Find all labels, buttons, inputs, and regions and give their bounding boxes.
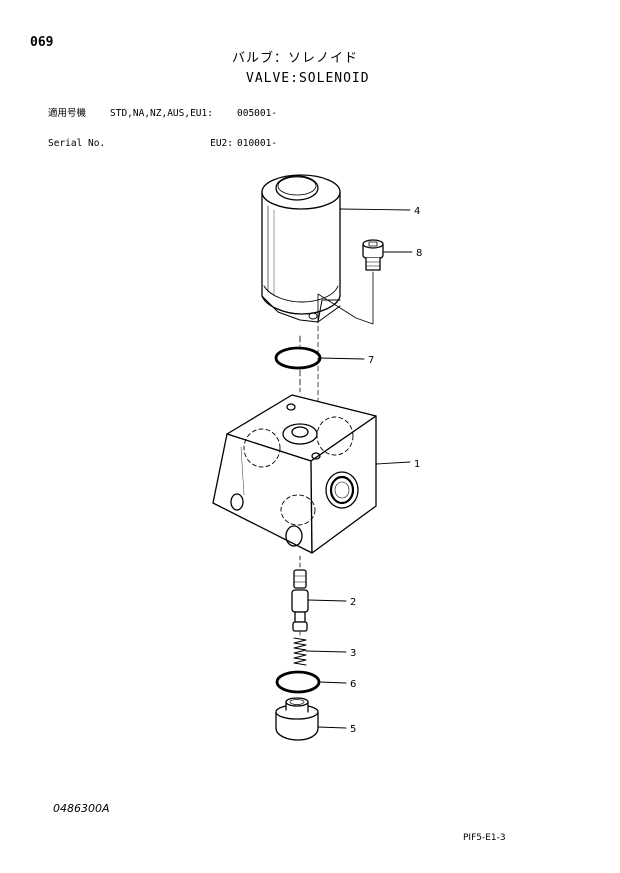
callout-5: 5 [350, 724, 356, 735]
footer-code: PIF5-E1-3 [463, 833, 506, 843]
page-title-japanese: バルブ：ソレノイド [232, 51, 359, 66]
part-plug [275, 697, 319, 741]
part-valve-block [212, 394, 377, 554]
serial-applicability: 適用号機 STD,NA,NZ,AUS,EU1: 005001- Serial No.… [48, 90, 277, 160]
callout-2: 2 [350, 597, 356, 608]
callout-6: 6 [350, 679, 356, 690]
callout-1: 1 [414, 459, 420, 470]
callout-4: 4 [414, 206, 420, 217]
leader-4 [339, 208, 411, 211]
callout-7: 7 [368, 355, 374, 366]
leader-6 [318, 681, 347, 684]
bolt-path [317, 271, 374, 325]
applicability-models-2: EU2: [210, 138, 233, 149]
part-bolt [362, 239, 384, 271]
leader-1 [375, 461, 411, 465]
page-number: 069 [30, 35, 54, 50]
applicability-label-en: Serial No. [48, 138, 106, 149]
part-o-ring-lower [275, 670, 321, 694]
leader-3 [305, 650, 347, 653]
applicability-serial-2: 010001- [237, 138, 278, 149]
leader-lines [305, 208, 413, 729]
callout-8: 8 [416, 248, 422, 259]
callout-3: 3 [350, 648, 356, 659]
drawing-number: 0486300A [53, 802, 110, 815]
applicability-models-1: STD,NA,NZ,AUS,EU1: [110, 108, 213, 119]
part-spring [293, 631, 307, 666]
part-o-ring-upper [274, 346, 322, 370]
applicability-serial-1: 005001- [237, 108, 278, 119]
part-solenoid-coil [261, 174, 341, 323]
leader-2 [307, 599, 347, 602]
applicability-label-jp: 適用号機 [48, 108, 87, 119]
leader-5 [317, 726, 347, 729]
leader-7 [319, 357, 365, 360]
page-title: VALVE:SOLENOID [246, 71, 370, 86]
part-spool [291, 555, 309, 632]
